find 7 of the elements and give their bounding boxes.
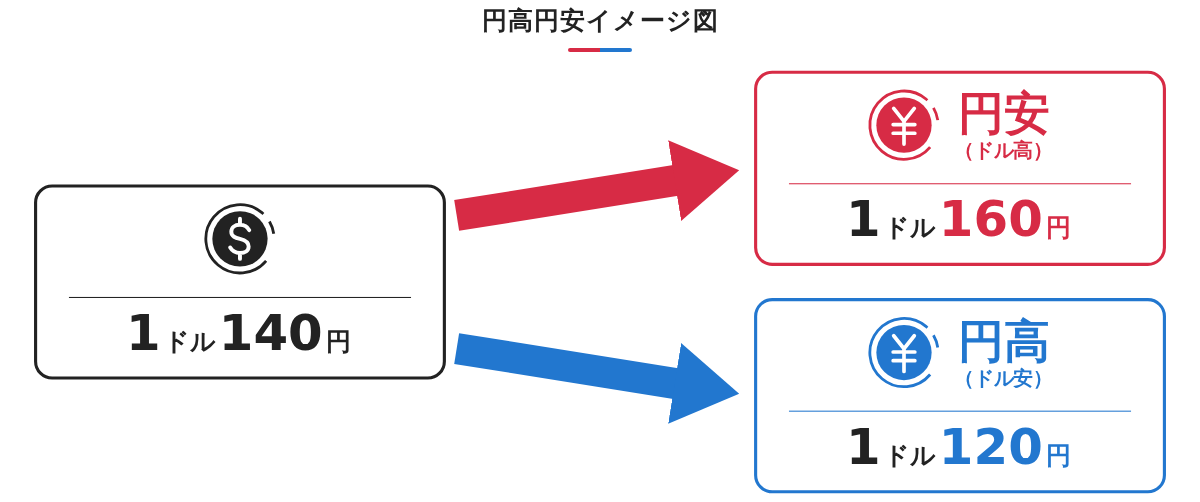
node-subheading: （ドル高） <box>954 138 1053 162</box>
diagram-title: 円高円安イメージ図 <box>481 5 719 37</box>
node-subheading: （ドル安） <box>954 365 1053 389</box>
arrow <box>454 140 740 231</box>
arrow <box>454 333 740 424</box>
node-heading: 円高 <box>957 316 1050 368</box>
node-heading: 円安 <box>957 88 1050 141</box>
